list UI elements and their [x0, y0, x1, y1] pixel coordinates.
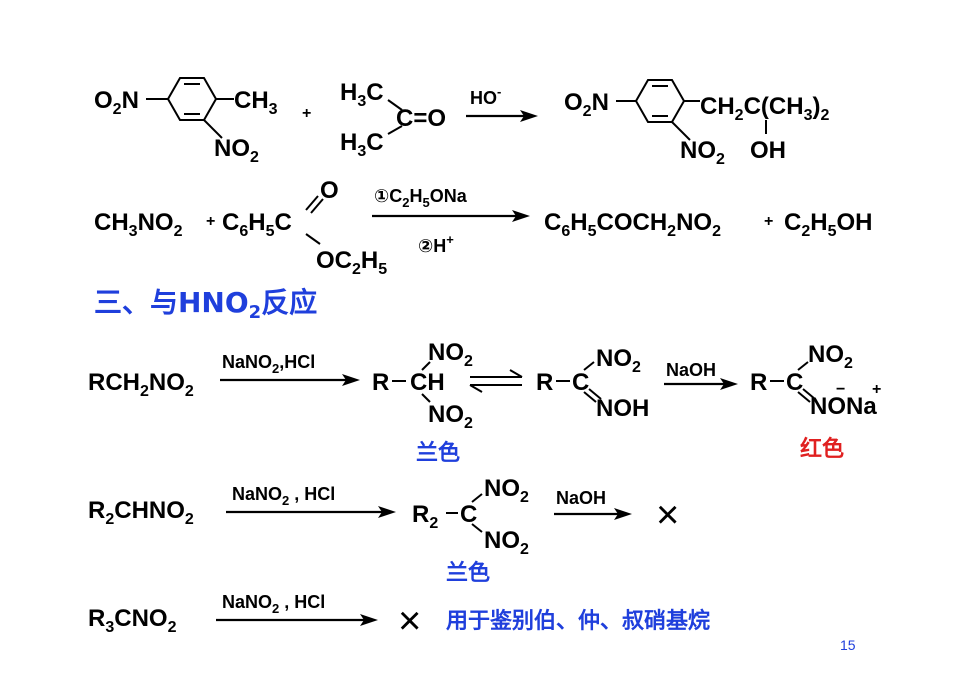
acetone-h3c-bottom: H3C: [340, 129, 384, 160]
plus-sign: +: [302, 105, 311, 122]
product-color-red: 红色: [800, 436, 844, 461]
r1-product-chain: CH2C(CH3)2: [700, 93, 829, 124]
bond: [588, 388, 602, 400]
int1-no2-bottom: NO2: [428, 401, 473, 432]
product-no2: NO2: [808, 341, 853, 372]
secondary-base: NaOH: [556, 488, 606, 508]
r2-arrow: [372, 210, 530, 222]
secondary-nitroalkane: R2CHNO2 NaNO2 , HCl R2 C NO2 NO2 兰色 NaOH…: [88, 475, 679, 585]
int2-c: C: [572, 369, 589, 396]
bond: [387, 99, 403, 111]
secondary-reagent: NaNO2 , HCl: [232, 484, 335, 508]
section-heading: 三、与HNO2反应: [94, 286, 317, 323]
tertiary-nitroalkane: R3CNO2 NaNO2 , HCl × 用于鉴别伯、仲、叔硝基烷: [88, 592, 710, 643]
bond: [797, 391, 811, 403]
secondary-reactant: R2CHNO2: [88, 497, 194, 528]
primary-base: NaOH: [666, 360, 716, 380]
r2-ester-o: O: [320, 177, 339, 204]
primary-base-arrow: [664, 378, 738, 390]
primary-nitroalkane: RCH2NO2 NaNO2,HCl R CH NO2 NO2 兰色 R C NO…: [88, 339, 881, 465]
r1-reagent: HO-: [470, 84, 501, 108]
tertiary-no-reaction: ×: [398, 599, 421, 643]
primary-reagent: NaNO2,HCl: [222, 352, 315, 376]
r2-ethanol: C2H5OH: [784, 209, 873, 240]
product-nona: NONa: [810, 393, 877, 420]
bond: [471, 493, 483, 503]
r1-product-oh: OH: [750, 137, 786, 164]
secondary-int-r2: R2: [412, 501, 438, 532]
tertiary-note: 用于鉴别伯、仲、叔硝基烷: [446, 608, 710, 633]
product-minus: −: [836, 381, 845, 398]
primary-arrow: [220, 374, 360, 386]
product-r: R: [750, 369, 767, 396]
benzene-ring: [166, 77, 218, 121]
plus-sign: +: [764, 213, 773, 230]
acetone-carbonyl: C=O: [396, 105, 446, 132]
bond: [305, 233, 321, 245]
bond: [471, 523, 483, 533]
r2-ester-oet: OC2H5: [316, 247, 387, 278]
int1-ch: CH: [410, 369, 445, 396]
bond: [671, 121, 691, 141]
r1-product-no2: NO2: [680, 137, 725, 168]
acetone-h3c-top: H3C: [340, 79, 384, 110]
reaction-1: O2N CH3 NO2 + H3C C=O H3C HO- O2N CH2C(: [94, 77, 829, 168]
product-c: C: [786, 369, 803, 396]
bond: [421, 361, 431, 371]
plus-sign: +: [206, 213, 215, 230]
r1-arrow: [466, 110, 538, 122]
int1-color-blue: 兰色: [416, 440, 460, 465]
page-number: 15: [840, 637, 856, 653]
benzene-ring: [634, 79, 686, 123]
bond: [387, 125, 403, 135]
r1-reactant-no2: NO2: [214, 135, 259, 166]
secondary-int-no2-bottom: NO2: [484, 527, 529, 558]
int2-no2: NO2: [596, 345, 641, 376]
int2-noh: NOH: [596, 395, 649, 422]
bond: [203, 119, 223, 139]
r2-nitromethane: CH3NO2: [94, 209, 183, 240]
primary-reactant: RCH2NO2: [88, 369, 194, 400]
bond: [583, 391, 597, 403]
r2-ester-phenyl: C6H5C: [222, 209, 292, 240]
tertiary-reagent: NaNO2 , HCl: [222, 592, 325, 616]
r1-product-o2n: O2N: [564, 89, 609, 120]
int1-no2-top: NO2: [428, 339, 473, 370]
secondary-no-reaction: ×: [656, 493, 679, 537]
bond: [305, 195, 319, 211]
r2-product: C6H5COCH2NO2: [544, 209, 721, 240]
r2-step2: ②H+: [418, 232, 454, 257]
int2-r: R: [536, 369, 553, 396]
equilibrium-arrow: [469, 369, 523, 393]
bond: [797, 361, 809, 371]
bond: [802, 388, 816, 400]
bond: [583, 361, 595, 371]
bond: [421, 393, 431, 403]
r2-step1: ①C2H5ONa: [374, 186, 468, 210]
secondary-int-no2-top: NO2: [484, 475, 529, 506]
tertiary-reactant: R3CNO2: [88, 605, 177, 636]
r1-reactant-o2n: O2N: [94, 87, 139, 118]
reaction-2: CH3NO2 + C6H5C O OC2H5 ①C2H5ONa ②H+ C6H5…: [94, 177, 873, 278]
secondary-arrow: [226, 506, 396, 518]
r1-reactant-ch3: CH3: [234, 87, 278, 118]
secondary-base-arrow: [554, 508, 632, 520]
secondary-int-c: C: [460, 501, 477, 528]
secondary-color-blue: 兰色: [446, 560, 490, 585]
tertiary-arrow: [216, 614, 378, 626]
int1-r: R: [372, 369, 389, 396]
product-plus: +: [872, 381, 881, 398]
bond: [310, 198, 324, 214]
